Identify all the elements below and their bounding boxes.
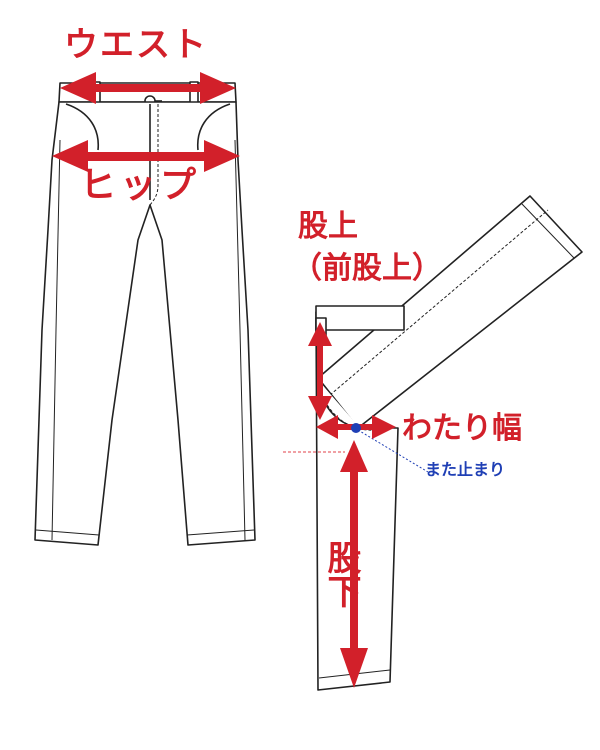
hip-arrow: [52, 140, 240, 172]
crotch-leader-line: [357, 429, 429, 473]
rise-arrow: [308, 322, 332, 420]
thigh-width-label: わたり幅: [402, 411, 522, 446]
hip-label: ヒップ: [80, 165, 201, 206]
waist-label: ウエスト: [64, 25, 208, 65]
crotch-point-label: また止まり: [425, 460, 506, 479]
inseam-arrow: [340, 440, 368, 688]
waist-arrow: [60, 72, 236, 104]
pants-front-view: [34, 81, 256, 546]
rise-label: 股上: [298, 209, 358, 244]
side-waistband: [315, 305, 405, 331]
inseam-label: 股下: [321, 540, 361, 608]
front-rise-label: （前股上）: [292, 251, 442, 286]
crotch-point-marker: [351, 423, 361, 433]
pants-body: [34, 101, 256, 546]
